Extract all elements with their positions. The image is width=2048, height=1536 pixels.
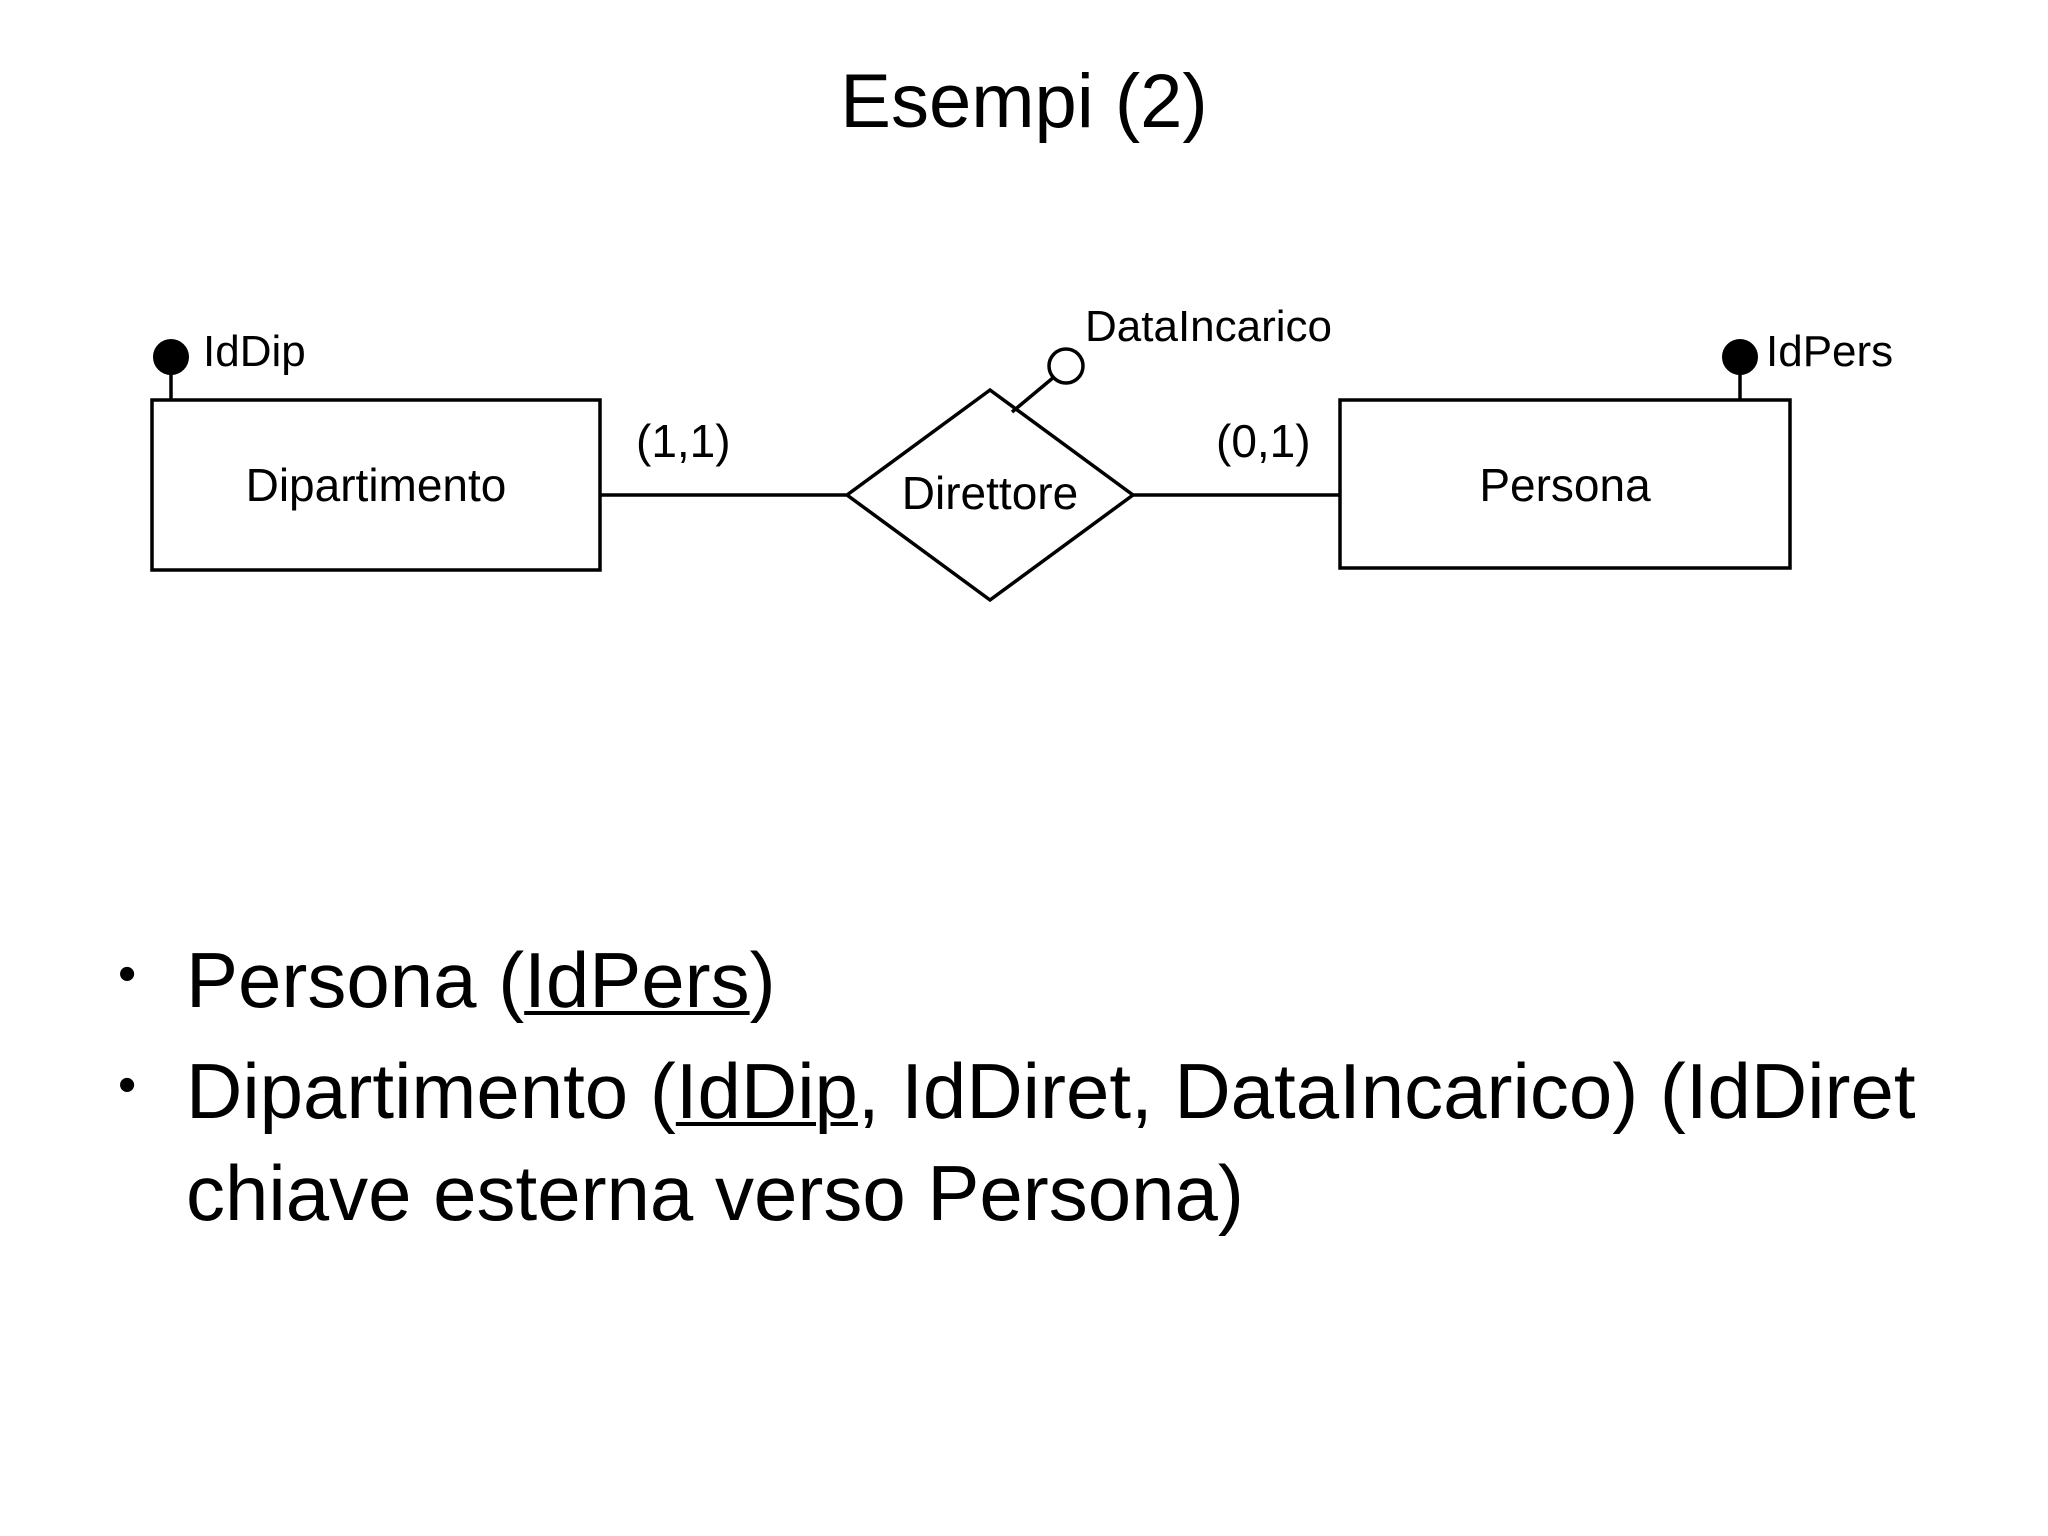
list-item: • Persona (IdPers) (118, 930, 1988, 1031)
entity-label-persona: Persona (1479, 459, 1651, 511)
bullet-text-persona: Persona (IdPers) (186, 936, 776, 1024)
list-item: • Dipartimento (IdDip, IdDiret, DataInca… (118, 1041, 1988, 1244)
page-title: Esempi (2) (840, 59, 1208, 144)
er-diagram: IdDip IdPers DataIncarico Dipartimento P… (0, 0, 2048, 700)
attribute-label-iddip: IdDip (203, 327, 306, 376)
attribute-label-idpers: IdPers (1766, 327, 1894, 376)
entity-label-dipartimento: Dipartimento (245, 459, 507, 511)
entity-box-dipartimento[interactable] (150, 398, 602, 572)
key-attribute-dot-idpers[interactable] (1722, 339, 1758, 375)
relationship-label-direttore: Direttore (901, 467, 1079, 519)
bullet-marker-icon: • (118, 945, 137, 1003)
entity-box-persona[interactable] (1338, 398, 1792, 570)
key-attribute-dot-iddip[interactable] (153, 339, 189, 375)
bullet-marker-icon: • (118, 1056, 137, 1115)
cardinality-label-left: (1,1) (636, 415, 731, 467)
relationship-diamond-direttore[interactable] (844, 387, 1136, 603)
cardinality-label-right: (0,1) (1216, 415, 1311, 467)
er-diagram-shapes (150, 339, 1792, 603)
bullet-list: • Persona (IdPers) • Dipartimento (IdDip… (118, 930, 1988, 1254)
attribute-stem-dataincarico (1010, 375, 1056, 414)
bullet-text-dipartimento: Dipartimento (IdDip, IdDiret, DataIncari… (186, 1047, 1916, 1237)
attribute-circle-dataincarico[interactable] (1047, 347, 1085, 385)
attribute-label-dataincarico: DataIncarico (1085, 302, 1333, 351)
